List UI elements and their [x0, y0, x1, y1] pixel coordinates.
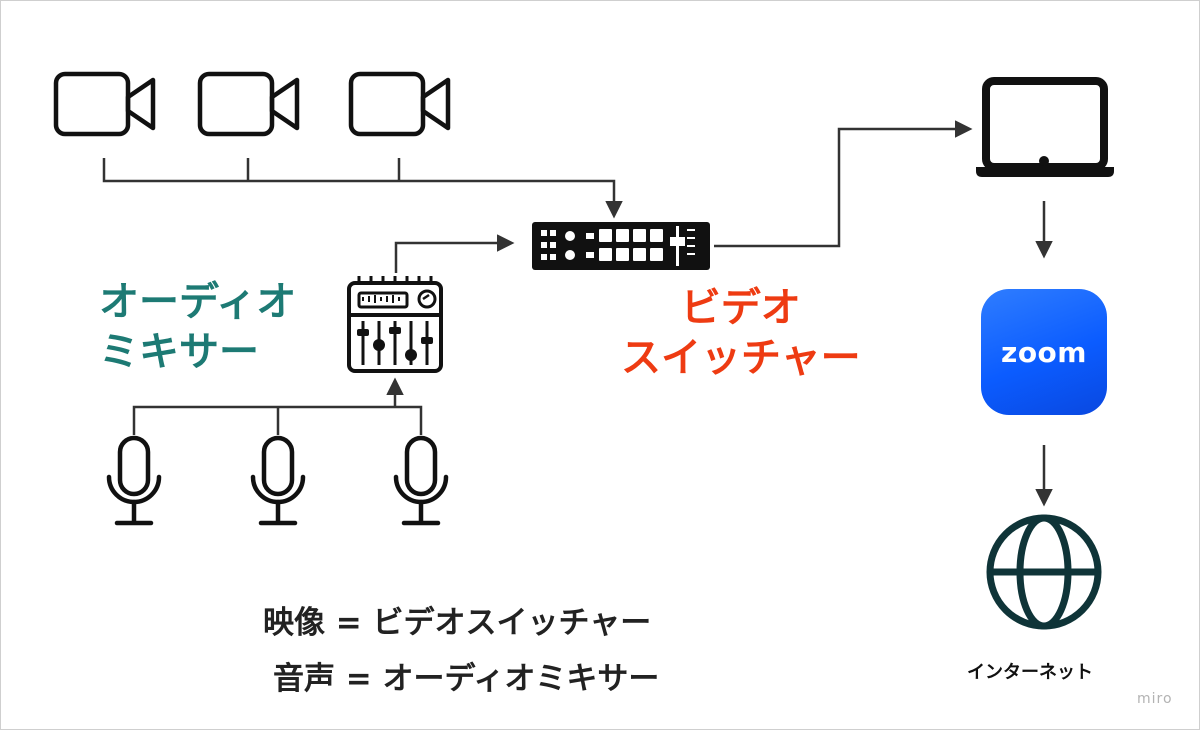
audio-mixer-label: オーディオ ミキサー [99, 277, 296, 377]
legend-video-line: 映像 = ビデオスイッチャー [263, 605, 652, 641]
video-switcher-icon [532, 222, 710, 270]
internet-label: インターネット [967, 662, 1093, 683]
miro-watermark: miro [1137, 691, 1173, 707]
camera-bus-line [102, 158, 623, 219]
video-camera-icon [197, 71, 300, 137]
zoom-wordmark: zoom [1001, 335, 1087, 369]
video-switcher-label-line-1: ビデオ [680, 285, 801, 331]
legend-audio-line: 音声 = オーディオミキサー [273, 661, 660, 697]
video-switcher-label: ビデオ スイッチャー [621, 283, 861, 383]
mixer-to-switcher-line [394, 234, 515, 273]
microphone-icon [393, 435, 449, 526]
video-camera-icon [348, 71, 451, 137]
video-switcher-label-line-2: スイッチャー [621, 335, 861, 381]
switcher-to-laptop-line [714, 120, 973, 248]
video-camera-icon [53, 71, 156, 137]
microphone-icon [250, 435, 306, 526]
audio-mixer-label-line-1: オーディオ [99, 279, 297, 325]
audio-mixer-label-line-2: ミキサー [99, 329, 259, 375]
zoom-app-icon: zoom [981, 289, 1107, 415]
microphone-icon [106, 435, 162, 526]
globe-icon [986, 514, 1102, 630]
laptop-icon [976, 77, 1114, 177]
audio-mixer-icon [347, 276, 443, 373]
